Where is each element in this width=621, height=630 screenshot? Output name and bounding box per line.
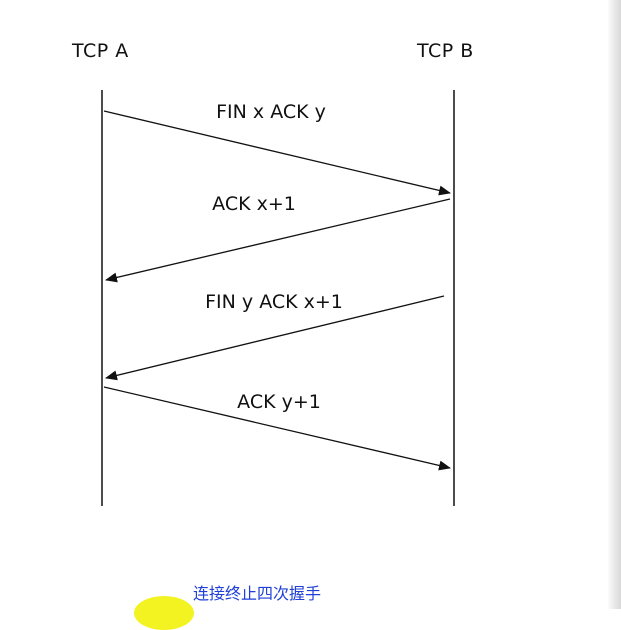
message-label-fin-x-ack-y: FIN x ACK y — [216, 101, 326, 123]
message-arrow-ack-y-plus-1 — [103, 386, 451, 471]
message-label-ack-x-plus-1: ACK x+1 — [212, 193, 296, 215]
message-arrow-fin-y-ack-x-plus-1 — [105, 295, 445, 381]
message-label-ack-y-plus-1: ACK y+1 — [237, 391, 321, 413]
message-arrow-ack-x-plus-1 — [105, 198, 451, 283]
sequence-diagram: FIN x ACK y ACK x+1 FIN y ACK x+1 ACK y+… — [101, 90, 455, 506]
diagram-caption: 连接终止四次握手 — [193, 584, 322, 603]
diagram-canvas: TCP A TCP B FIN x ACK y ACK x+1 FIN y AC… — [72, 0, 621, 630]
window-edge-shadow — [607, 0, 621, 609]
message-arrow-fin-x-ack-y — [103, 110, 451, 196]
message-label-fin-y-ack-x-plus-1: FIN y ACK x+1 — [205, 291, 343, 313]
endpoint-label-tcp-b: TCP B — [417, 40, 474, 62]
endpoint-label-tcp-a: TCP A — [72, 40, 129, 62]
cursor-highlight-icon — [134, 596, 194, 630]
